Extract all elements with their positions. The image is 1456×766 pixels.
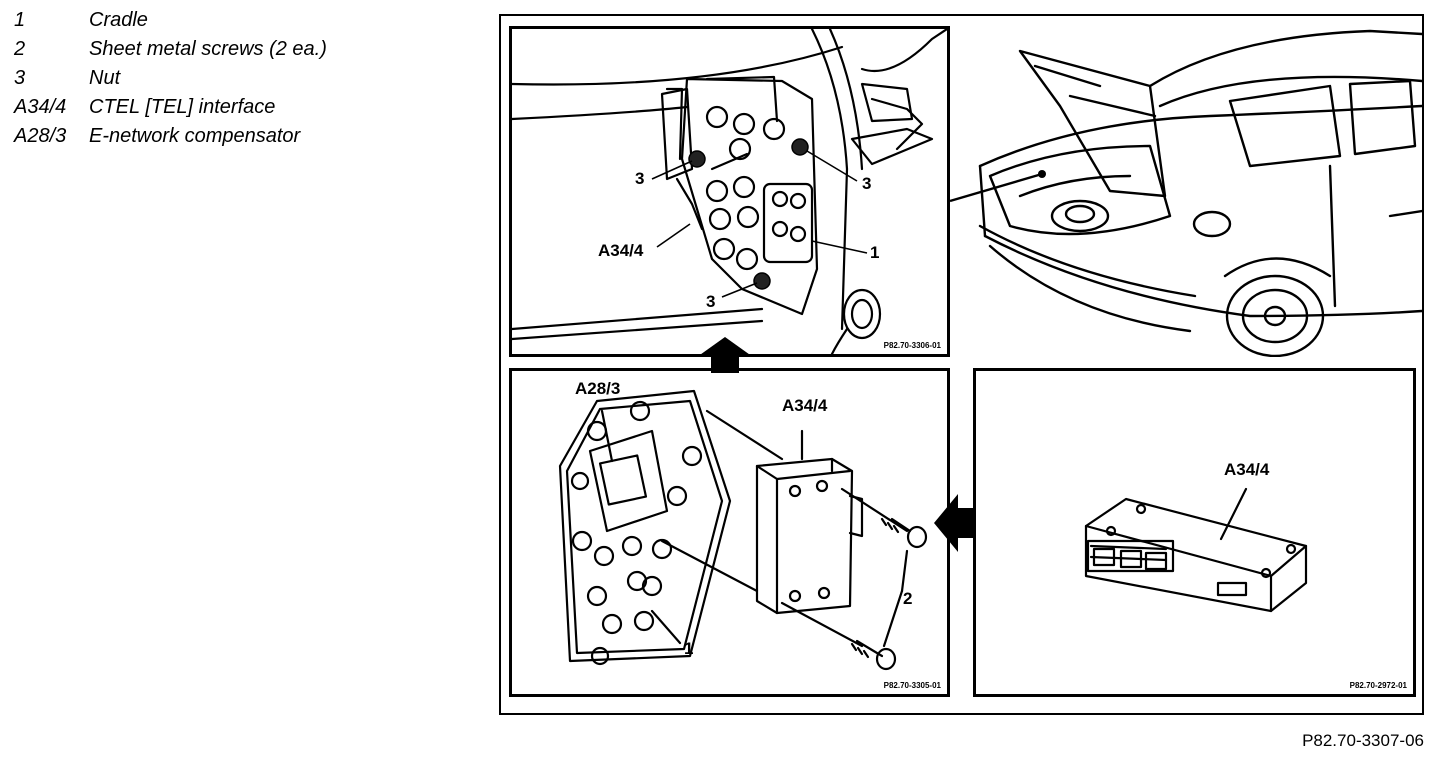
legend-description: Cradle [89,9,148,31]
callout-screws: 2 [903,589,913,608]
legend-number: 3 [14,67,26,89]
legend-description: CTEL [TEL] interface [89,96,276,118]
callout-cradle: 1 [870,243,880,262]
vehicle-drawing [950,29,1422,357]
panel-exploded-view: A28/3 A34/4 2 1 P82.70-3305-01 [509,368,950,697]
module-drawing [1084,487,1308,613]
legend-number: A28/3 [14,125,67,147]
legend-description: E-network compensator [89,125,301,147]
drawing-code: P82.70-3306-01 [883,341,941,350]
arrow-up-icon [697,337,753,373]
installed-detail-drawing [512,29,947,354]
callout-module: A34/4 [782,396,828,415]
legend-description: Nut [89,67,121,89]
drawing-code: P82.70-2972-01 [1349,681,1407,690]
panel-vehicle-view [950,26,1422,357]
callout-cradle: 1 [684,639,694,658]
legend-number: A34/4 [14,96,67,118]
callout-module: A34/4 [598,241,644,260]
panel-installed-detail: 3 3 3 A34/4 1 P82.70-3306-01 [509,26,950,357]
drawing-code: P82.70-3305-01 [883,681,941,690]
arrow-left-icon [934,494,974,552]
figure-frame [499,14,1424,715]
figure-reference: P82.70-3307-06 [1302,731,1424,750]
legend-number: 1 [14,9,26,31]
callout-compensator: A28/3 [575,379,621,398]
exploded-view-drawing [558,389,928,671]
callout-nut: 3 [706,292,716,311]
panel-module-view: A34/4 P82.70-2972-01 [973,368,1416,697]
callout-nut: 3 [862,174,872,193]
legend-description: Sheet metal screws (2 ea.) [89,38,327,60]
legend-number: 2 [14,38,26,60]
callout-nut: 3 [635,169,645,188]
callout-module: A34/4 [1224,460,1270,479]
